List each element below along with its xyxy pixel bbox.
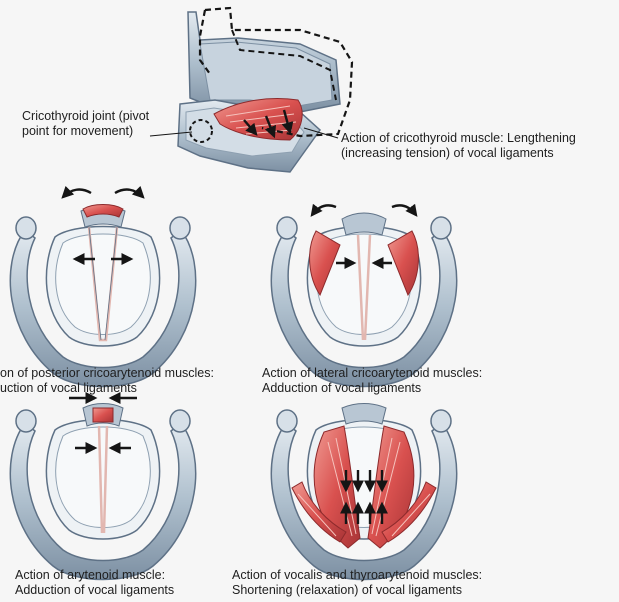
lateral-cricoarytenoid-caption: Action of lateral cricoarytenoid muscles… <box>262 366 482 396</box>
posterior-cricoarytenoid-caption: on of posterior cricoarytenoid muscles: … <box>0 366 214 396</box>
arytenoid-caption: Action of arytenoid muscle: Adduction of… <box>15 568 174 598</box>
vocalis-thyroarytenoid-caption: Action of vocalis and thyroarytenoid mus… <box>232 568 482 598</box>
arytenoid-illustration <box>10 398 195 580</box>
posterior-cricoarytenoid-illustration <box>10 190 195 387</box>
cricothyroid-action-label: Action of cricothyroid muscle: Lengtheni… <box>341 131 576 161</box>
cricothyroid-illustration <box>150 8 352 172</box>
vocalis-thyroarytenoid-illustration <box>271 404 456 580</box>
cricothyroid-joint-label: Cricothyroid joint (pivot point for move… <box>22 109 149 139</box>
lateral-cricoarytenoid-illustration <box>271 205 456 386</box>
